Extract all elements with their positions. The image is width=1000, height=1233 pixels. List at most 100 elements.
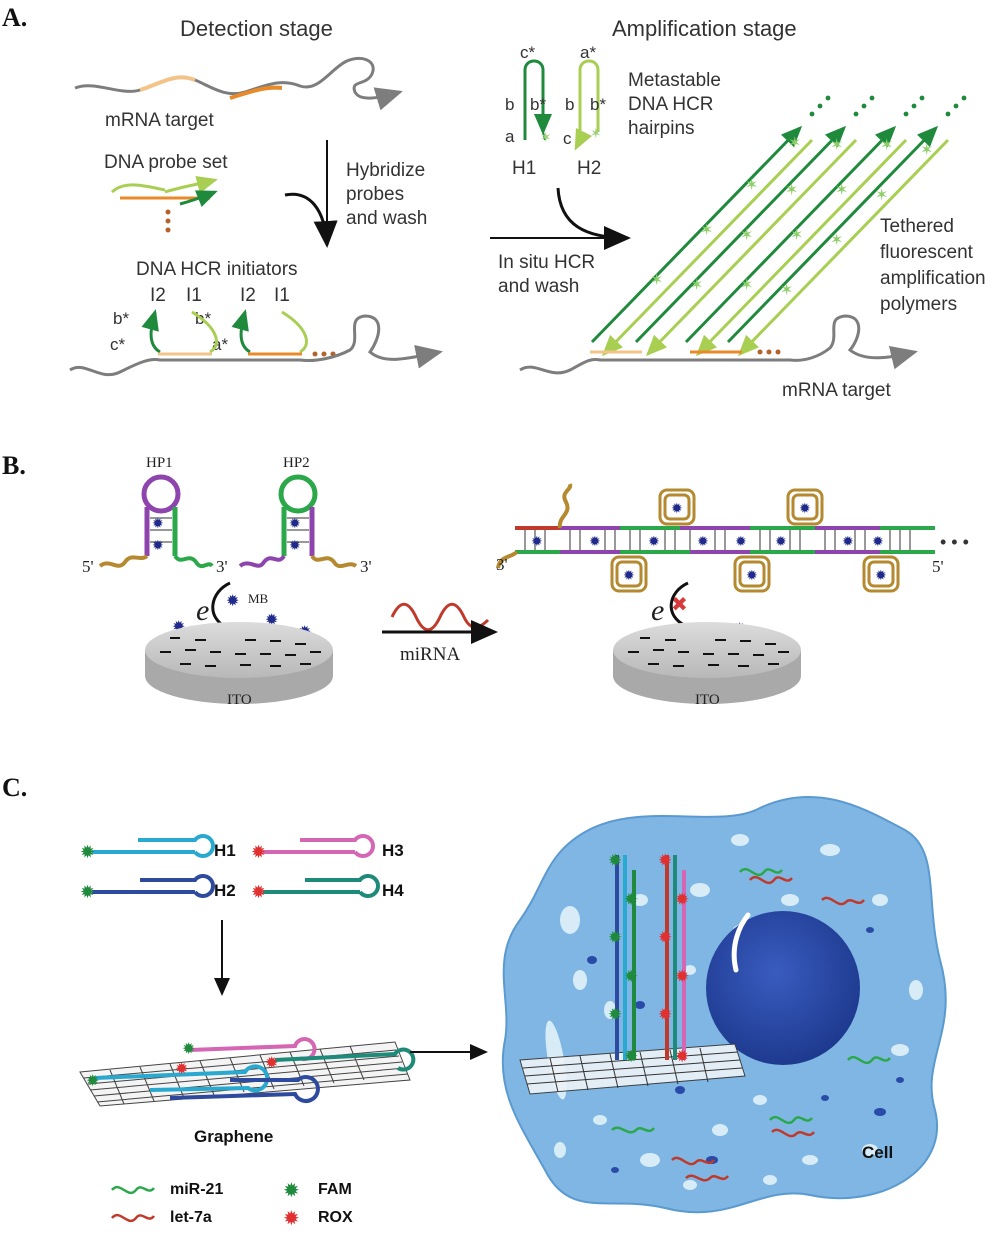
h1-label-b-star: b* — [530, 95, 546, 114]
h4-label-c: H4 — [382, 881, 404, 900]
duplex-five-prime: 5' — [932, 557, 944, 576]
ito-electrode-right — [613, 622, 801, 704]
svg-text:✹: ✹ — [872, 534, 884, 550]
svg-text:✹: ✹ — [624, 1047, 638, 1067]
h2-fam-icon: ✹ — [80, 882, 95, 903]
ito-electrode-left — [145, 622, 333, 704]
h1-label-b: b — [505, 95, 514, 114]
hairpin-h2: ✹ — [80, 874, 215, 903]
svg-text:✹: ✹ — [746, 568, 758, 584]
legend-let7a-swatch — [111, 1213, 155, 1223]
svg-text:✹: ✹ — [608, 928, 622, 948]
svg-text:✹: ✹ — [608, 1005, 622, 1025]
mrna-strand-bottom — [69, 314, 443, 377]
h2-label-b: b — [565, 95, 574, 114]
svg-text:✹: ✹ — [671, 501, 683, 517]
ito-label-right: ITO — [695, 692, 720, 708]
svg-text:✶: ✶ — [790, 225, 803, 244]
electron-label-left: e — [196, 594, 209, 627]
hybridize-line-1: Hybridize — [346, 160, 425, 181]
h4-rox-icon: ✹ — [251, 882, 266, 903]
svg-text:✹: ✹ — [289, 538, 301, 554]
panel-c-label: C. — [2, 773, 27, 802]
tethered-line-2: fluorescent — [880, 242, 974, 263]
tethered-line-3: amplification — [880, 268, 986, 289]
electron-label-right: e — [651, 594, 664, 627]
legend-fam-icon: ✹ — [283, 1178, 300, 1202]
hairpin-h1: ✹ — [80, 834, 215, 863]
panel-b-label: B. — [2, 451, 26, 480]
amplification-stage-title: Amplification stage — [612, 16, 797, 41]
svg-text:✶: ✶ — [880, 135, 893, 154]
domain-label-a-star: a* — [212, 335, 228, 354]
mirna-label: miRNA — [400, 644, 460, 665]
graphene-sheet-left: ✹ ✹ ✹ ✹ — [79, 1037, 416, 1107]
ito-label-left: ITO — [227, 692, 252, 708]
svg-text:✹: ✹ — [608, 851, 622, 871]
panel-c: C. ✹ H1 ✹ H2 ✹ H3 ✹ H4 — [2, 773, 947, 1230]
mrna-target-label: mRNA target — [105, 110, 214, 131]
panel-a-label: A. — [2, 3, 27, 32]
svg-text:✹: ✹ — [86, 1071, 99, 1090]
svg-text:✹: ✹ — [624, 967, 638, 987]
initiator-label-i1-1: I1 — [186, 285, 202, 306]
svg-text:✶: ✶ — [788, 133, 801, 152]
svg-text:✹: ✹ — [265, 1053, 278, 1072]
svg-text:✹: ✹ — [182, 1039, 195, 1058]
tethered-line-4: polymers — [880, 294, 957, 315]
svg-text:✹: ✹ — [735, 534, 747, 550]
hybridize-line-3: and wash — [346, 208, 427, 229]
mrna-target-label-2: mRNA target — [782, 380, 891, 401]
initiator-label-i1-2: I1 — [274, 285, 290, 306]
h2-hairpin: ✶ — [574, 59, 602, 151]
loop-mb-molecules: ✹ ✹ ✹ ✹ ✹ — [623, 501, 887, 584]
svg-text:✹: ✹ — [623, 568, 635, 584]
legend-mir21-swatch — [111, 1185, 155, 1195]
duplex-loops — [610, 488, 900, 593]
graphene-sheet-cell — [519, 1043, 746, 1095]
svg-text:✹: ✹ — [589, 534, 601, 550]
hp1-three-prime: 3' — [216, 557, 228, 576]
metastable-line-2: DNA HCR — [628, 94, 714, 115]
svg-text:✹: ✹ — [658, 851, 672, 871]
panel-b: B. HP1 HP2 ✹ ✹ 5' ✹ ✹ — [2, 451, 969, 708]
detection-stage-title: Detection stage — [180, 16, 333, 41]
mrna-strand-top — [74, 57, 403, 111]
mb-label: MB — [248, 591, 269, 606]
svg-text:✹: ✹ — [799, 501, 811, 517]
h1-star-icon: ✶ — [540, 130, 552, 146]
amplification-polymers: ✶✶✶✶ ✶✶✶✶ ✶✶✶✶ ✶✶✶✶ — [590, 95, 967, 357]
insitu-line-2: and wash — [498, 276, 579, 297]
svg-text:✶: ✶ — [780, 280, 793, 299]
h3-rox-icon: ✹ — [251, 842, 266, 863]
svg-text:✶: ✶ — [830, 230, 843, 249]
initiator-label-i2-2: I2 — [240, 285, 256, 306]
svg-text:✹: ✹ — [175, 1059, 188, 1078]
hp2-label: HP2 — [283, 455, 310, 471]
insitu-curved-arrow — [556, 187, 631, 250]
cell-mirnas — [611, 867, 891, 1182]
hairpin-h4: ✹ — [251, 874, 380, 903]
svg-text:✶: ✶ — [835, 180, 848, 199]
hp2-three-prime: 3' — [360, 557, 372, 576]
svg-text:✶: ✶ — [920, 140, 933, 159]
svg-text:✹: ✹ — [875, 568, 887, 584]
svg-text:✶: ✶ — [740, 225, 753, 244]
svg-text:✹: ✹ — [531, 534, 543, 550]
legend-rox-icon: ✹ — [283, 1206, 300, 1230]
svg-text:✶: ✶ — [650, 270, 663, 289]
domain-label-c-star: c* — [110, 335, 126, 354]
cell-hcr-products: ✹✹✹✹✹✹ ✹✹✹✹✹✹ — [608, 851, 689, 1067]
svg-text:✶: ✶ — [785, 180, 798, 199]
hybridize-line-2: probes — [346, 184, 404, 205]
legend-rox-label: ROX — [318, 1209, 353, 1226]
svg-text:✶: ✶ — [740, 275, 753, 294]
hp2-hairpin: ✹ ✹ — [238, 474, 358, 569]
svg-text:✶: ✶ — [690, 275, 703, 294]
nucleus — [706, 911, 860, 1065]
legend-fam-label: FAM — [318, 1181, 352, 1198]
duplex-ellipsis: • • • — [940, 532, 969, 552]
probe-set-glyph — [110, 175, 218, 233]
initiator-strands — [141, 309, 336, 357]
mrna-target-site-1 — [139, 75, 196, 92]
